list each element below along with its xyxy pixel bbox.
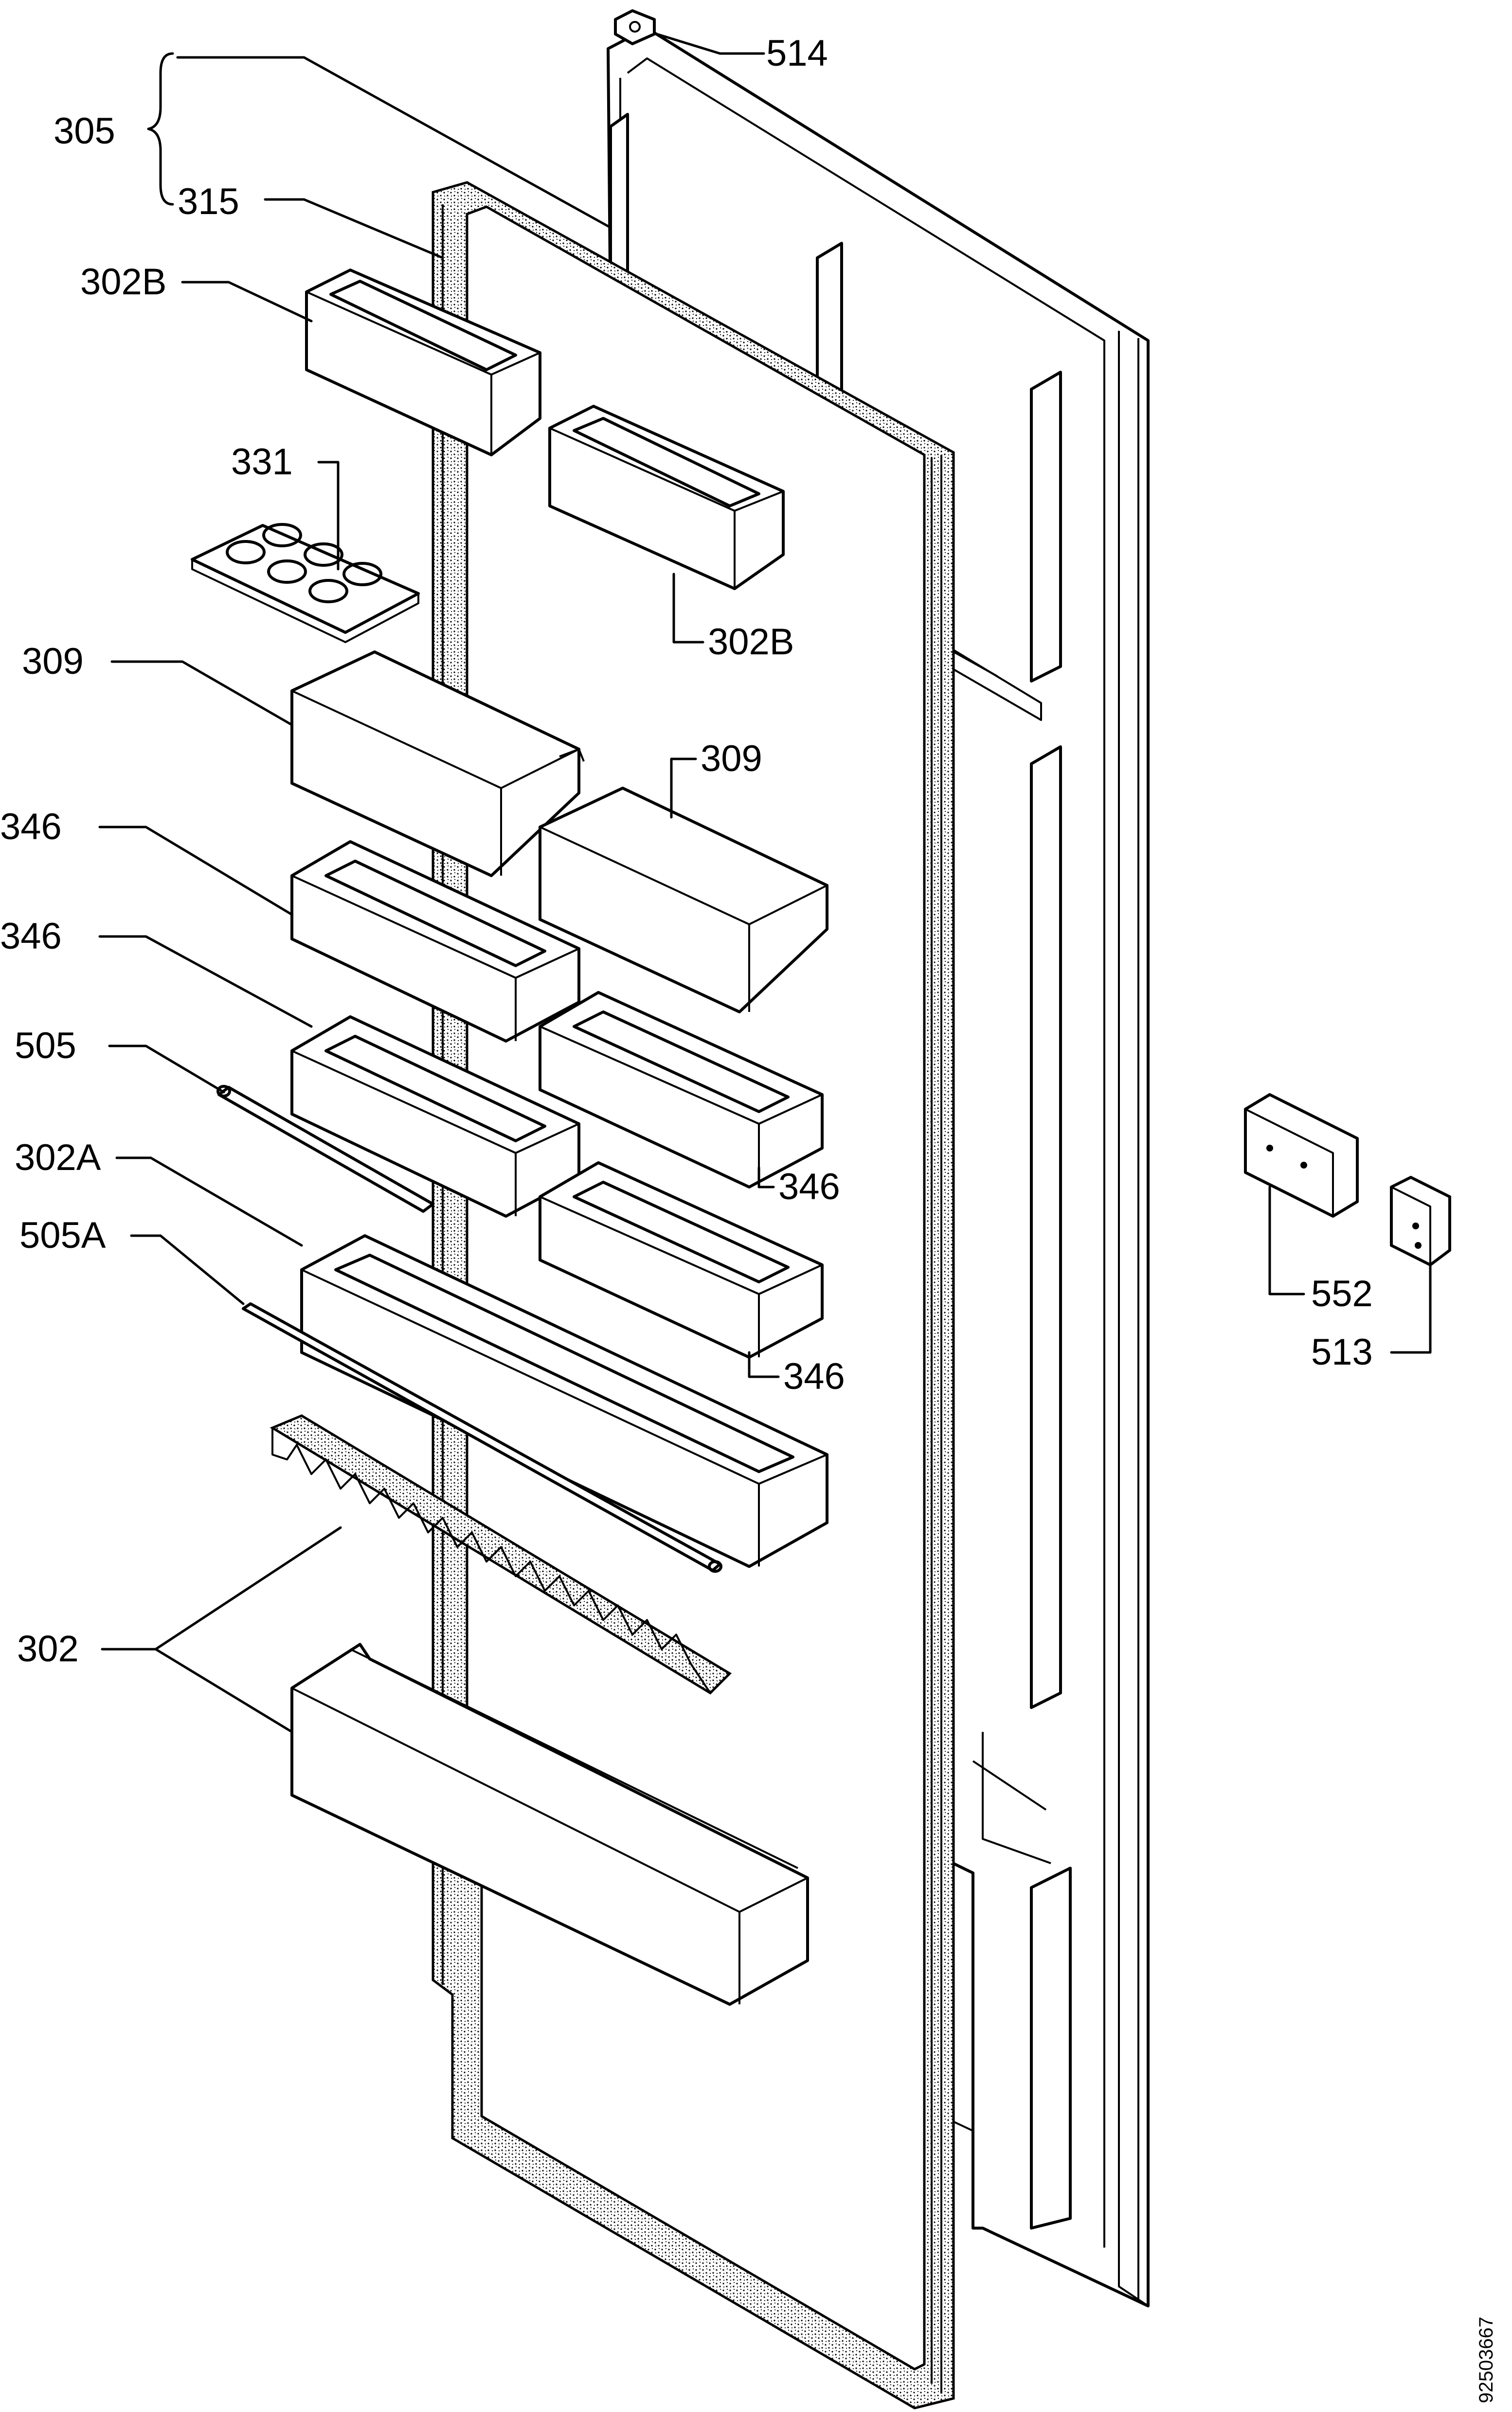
label-346-c: 346 bbox=[778, 1166, 840, 1207]
label-552: 552 bbox=[1311, 1273, 1373, 1314]
label-346-b: 346 bbox=[0, 916, 62, 957]
part-302-comb-rack bbox=[270, 1414, 732, 1695]
part-346-bin-right-upper bbox=[539, 991, 824, 1188]
label-315: 315 bbox=[178, 181, 239, 222]
part-302a-shelf bbox=[300, 1234, 828, 1568]
part-302-shelf-bottom bbox=[290, 1643, 809, 2006]
label-309-right: 309 bbox=[701, 738, 762, 779]
label-302: 302 bbox=[17, 1628, 79, 1670]
part-331-egg-tray bbox=[191, 523, 420, 643]
document-id: 92503667 bbox=[1476, 2317, 1497, 2403]
label-505a: 505A bbox=[19, 1215, 106, 1256]
part-513-bracket bbox=[1390, 1176, 1451, 1266]
label-346-a: 346 bbox=[0, 806, 62, 847]
part-346-bin-right-lower bbox=[539, 1161, 824, 1359]
part-309-box-right bbox=[539, 787, 828, 1013]
part-514-clip bbox=[614, 9, 656, 45]
part-346-bin-left-upper bbox=[290, 840, 580, 1043]
label-302b-lower: 302B bbox=[708, 621, 794, 663]
part-309-box-left bbox=[290, 650, 585, 877]
label-505: 505 bbox=[15, 1025, 76, 1066]
label-302b-upper: 302B bbox=[80, 261, 167, 303]
part-302b-shelf-upper bbox=[305, 269, 541, 456]
part-302b-shelf-lower bbox=[548, 405, 785, 590]
part-346-bin-left-lower bbox=[290, 1015, 580, 1218]
leader-lines bbox=[98, 33, 1432, 1733]
part-552-hinge-plate bbox=[1244, 1093, 1359, 1218]
part-505a-rod bbox=[242, 1302, 722, 1573]
label-305: 305 bbox=[54, 110, 115, 152]
label-331: 331 bbox=[231, 441, 293, 483]
label-513: 513 bbox=[1311, 1332, 1373, 1373]
label-309-left: 309 bbox=[22, 641, 84, 682]
label-514: 514 bbox=[766, 33, 828, 74]
part-labels: 305 315 514 302B 331 302B 309 309 346 34… bbox=[0, 33, 1497, 2403]
label-302a: 302A bbox=[15, 1137, 101, 1178]
label-346-d: 346 bbox=[783, 1356, 845, 1397]
part-505-rod bbox=[216, 1085, 434, 1213]
